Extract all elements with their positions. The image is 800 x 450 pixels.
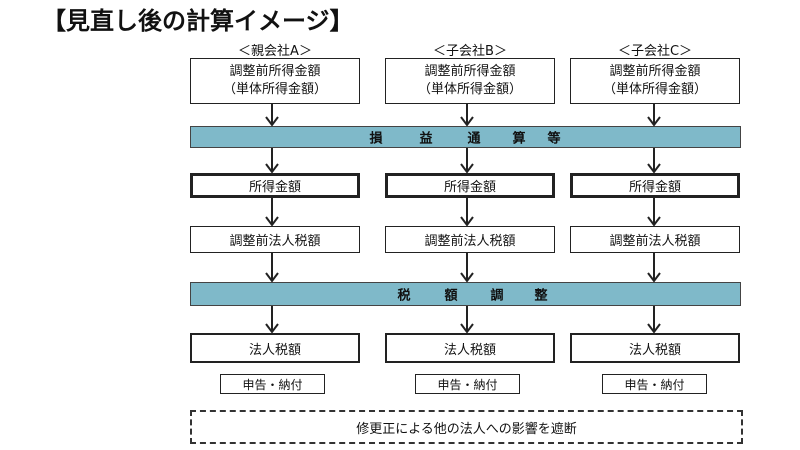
bar-char: 整: [534, 288, 548, 304]
pre-income-label: 調整前所得金額: [609, 64, 701, 79]
column-header-a: ＜親会社A＞: [238, 44, 312, 59]
bar-char: 税: [397, 288, 411, 304]
pre-tax-box-b: 調整前法人税額: [385, 226, 555, 253]
bar-char: 等: [547, 131, 561, 147]
tax-box-b: 法人税額: [385, 333, 555, 363]
note-text: 修更正による他の法人への影響を遮断: [356, 421, 577, 437]
pre-income-box-c: 調整前所得金額 （単体所得金額）: [570, 58, 740, 104]
standalone-income-label: （単体所得金額）: [417, 82, 522, 97]
page-title: 【見直し後の計算イメージ】: [42, 7, 354, 35]
bar-char: 益: [419, 131, 433, 147]
filing-box-a: 申告・納付: [220, 374, 325, 394]
pre-income-label: 調整前所得金額: [424, 64, 516, 79]
bar-char: 額: [444, 288, 458, 304]
income-box-b: 所得金額: [385, 173, 555, 198]
bar-char: 算: [512, 131, 526, 147]
pre-income-box-a: 調整前所得金額 （単体所得金額）: [190, 58, 360, 104]
filing-box-c: 申告・納付: [602, 374, 707, 394]
bar-char: 通: [467, 131, 481, 147]
column-header-c: ＜子会社C＞: [617, 44, 693, 59]
income-box-a: 所得金額: [190, 173, 360, 198]
bar-char: 損: [369, 131, 383, 147]
filing-box-b: 申告・納付: [415, 374, 520, 394]
pre-tax-box-a: 調整前法人税額: [190, 226, 360, 253]
note-box: 修更正による他の法人への影響を遮断: [190, 410, 743, 444]
column-header-b: ＜子会社B＞: [433, 44, 507, 59]
standalone-income-label: （単体所得金額）: [222, 82, 327, 97]
tax-box-c: 法人税額: [570, 333, 740, 363]
pre-income-label: 調整前所得金額: [229, 64, 321, 79]
loss-offset-bar: 損 益 通 算 等: [190, 126, 741, 148]
pre-income-box-b: 調整前所得金額 （単体所得金額）: [385, 58, 555, 104]
pre-tax-box-c: 調整前法人税額: [570, 226, 740, 253]
tax-box-a: 法人税額: [190, 333, 360, 363]
tax-adjustment-bar: 税 額 調 整: [190, 282, 741, 306]
standalone-income-label: （単体所得金額）: [602, 82, 707, 97]
bar-char: 調: [490, 288, 504, 304]
income-box-c: 所得金額: [570, 173, 740, 198]
